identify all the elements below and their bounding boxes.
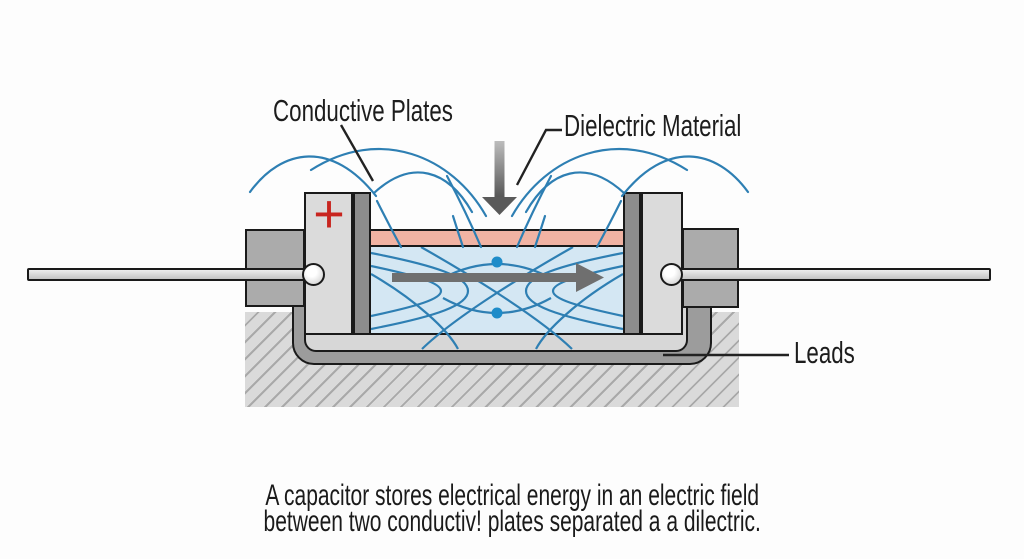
leads-label: Leads bbox=[794, 335, 855, 370]
electric-field-region bbox=[371, 247, 623, 335]
positive-terminal-sign: + bbox=[313, 183, 345, 244]
conductive-plates-leader-line bbox=[339, 124, 375, 182]
caption-line-1: A capacitor stores electrical energy in … bbox=[265, 479, 759, 512]
down-arrow-icon bbox=[482, 141, 517, 215]
right-lead-wire bbox=[672, 268, 991, 281]
left-conductive-plate bbox=[353, 192, 371, 335]
dielectric-material-strip bbox=[371, 229, 623, 247]
dielectric-material-label: Dielectric Material bbox=[564, 108, 742, 143]
caption-line-2: between two conductiv! plates separated … bbox=[263, 505, 761, 538]
right-conductive-plate bbox=[623, 192, 641, 335]
dielectric-material-leader-line bbox=[515, 128, 562, 186]
left-lead-wire bbox=[27, 268, 309, 281]
conductive-plates-label: Conductive Plates bbox=[273, 93, 453, 128]
caption-text: A capacitor stores electrical energy in … bbox=[0, 481, 1024, 538]
right-lead-terminal-ball bbox=[660, 263, 683, 286]
left-lead-terminal-ball bbox=[302, 263, 325, 286]
